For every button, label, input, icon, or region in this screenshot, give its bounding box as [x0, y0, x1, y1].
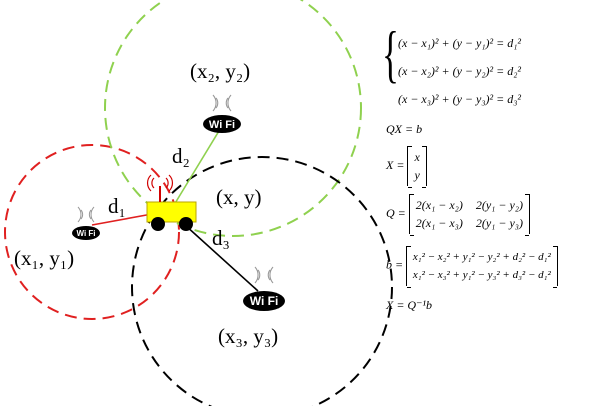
- qx-equals-b: QX = b: [386, 122, 423, 136]
- wifi-icon: Wi Fi: [203, 94, 241, 133]
- label-p1: (x₁, y₁): [14, 246, 75, 270]
- x-vector-row-1: x: [414, 150, 420, 164]
- q-cell: 2(y₁ − y₂): [475, 198, 523, 212]
- b-lhs: b =: [386, 257, 404, 272]
- label-p3: (x₃, y₃): [218, 324, 279, 348]
- q-cell: 2(x₁ − x₃): [415, 216, 463, 230]
- label-p2: (x₂, y₂): [190, 59, 251, 83]
- svg-text:Wi Fi: Wi Fi: [209, 119, 235, 131]
- q-matrix-row-2: 2(x₁ − x₃) 2(y₁ − y₃): [416, 214, 523, 232]
- robot: [146, 174, 197, 231]
- red-range-circle: [4, 144, 180, 320]
- green-range-circle: [104, 0, 362, 237]
- d2-line: [173, 125, 223, 206]
- x-vector-row-2: y: [414, 168, 420, 182]
- q-cell: 2(y₁ − y₃): [475, 216, 523, 230]
- label-d3: d₃: [212, 226, 230, 250]
- system-brace: {: [382, 18, 399, 89]
- label-robot: (x, y): [216, 185, 262, 209]
- d1-line: [91, 213, 153, 226]
- d3-line: [184, 224, 259, 292]
- robot-body: [146, 201, 197, 223]
- label-d2: d₂: [172, 144, 190, 168]
- system-eq-2: (x − x₂)² + (y − y₂)² = d₂²: [398, 64, 521, 78]
- system-eq-1: (x − x₁)² + (y − y₁)² = d₁²: [398, 36, 521, 50]
- b-vector: x₁² − x₂² + y₁² − y₂² + d₂² − d₁² x₁² − …: [405, 246, 558, 288]
- q-lhs: Q =: [386, 205, 406, 220]
- x-lhs: X =: [386, 157, 405, 172]
- b-vector-row-2: x₁² − x₃² + y₁² − y₃² + d₃² − d₁²: [412, 269, 551, 281]
- x-vector-eq: X = x y: [386, 146, 427, 188]
- x-vector: x y: [407, 146, 427, 188]
- q-cell: 2(x₁ − x₂): [415, 198, 463, 212]
- system-eq-3: (x − x₃)² + (y − y₃)² = d₃²: [398, 92, 521, 106]
- b-vector-eq: b = x₁² − x₂² + y₁² − y₂² + d₂² − d₁² x₁…: [386, 246, 558, 288]
- b-vector-row-1: x₁² − x₂² + y₁² − y₂² + d₂² − d₁²: [412, 251, 551, 263]
- svg-text:Wi Fi: Wi Fi: [250, 294, 279, 308]
- robot-wheel-left: [151, 217, 165, 231]
- svg-text:Wi Fi: Wi Fi: [76, 229, 95, 238]
- equations-panel: { (x − x₁)² + (y − y₁)² = d₁² (x − x₂)² …: [382, 22, 612, 338]
- black-range-circle: [131, 156, 393, 406]
- q-matrix: 2(x₁ − x₂) 2(y₁ − y₂) 2(x₁ − x₃) 2(y₁ − …: [408, 194, 530, 236]
- q-matrix-eq: Q = 2(x₁ − x₂) 2(y₁ − y₂) 2(x₁ − x₃) 2(y…: [386, 194, 530, 236]
- robot-wheel-right: [179, 217, 193, 231]
- q-matrix-row-1: 2(x₁ − x₂) 2(y₁ − y₂): [416, 196, 523, 214]
- robot-antenna-waves-icon: [147, 174, 173, 192]
- wifi-icon: Wi Fi: [72, 206, 100, 240]
- wifi-icon: Wi Fi: [243, 266, 285, 311]
- label-d1: d₁: [108, 194, 126, 218]
- solution-eq: X = Q⁻¹b: [386, 298, 433, 312]
